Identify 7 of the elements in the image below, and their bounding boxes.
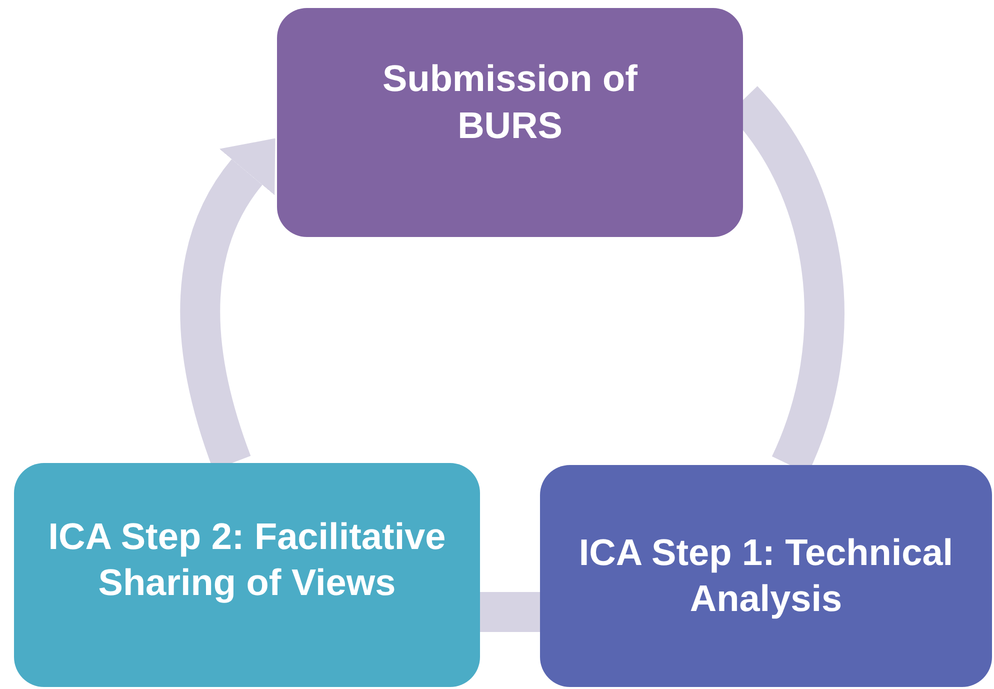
step-box [540, 465, 992, 687]
connector-band [480, 592, 540, 632]
step-label: ICA Step 1: Technical Analysis [578, 530, 954, 621]
step-box [14, 463, 480, 687]
step-label: Submission of BURS [382, 57, 638, 148]
step-label: ICA Step 2: Facilitative Sharing of Views [47, 514, 447, 605]
step-box [277, 8, 743, 237]
